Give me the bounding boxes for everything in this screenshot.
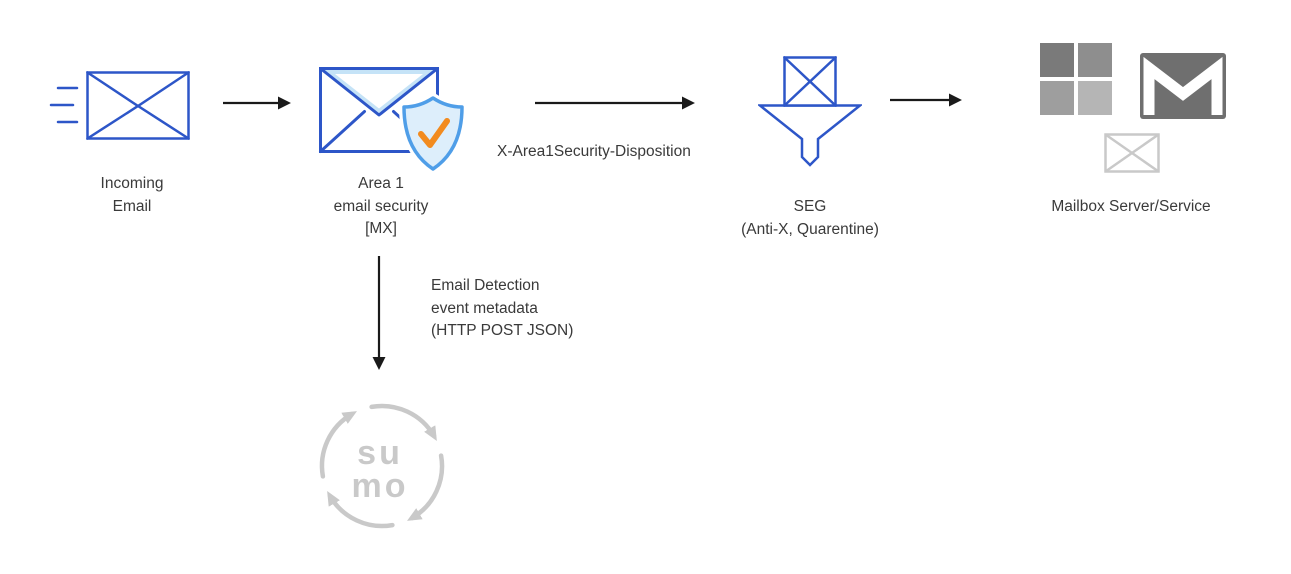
area1-label: Area 1 email security [MX] [301,173,461,241]
sumo-wordmark-line2: mo [352,467,409,505]
metadata-edge-label-line1: Email Detection [431,277,540,294]
sumo-logic-logo: su mo [319,403,445,529]
seg-filter-icon [758,56,862,167]
area1-label-line2: email security [333,197,429,215]
area1-label-line1: Area 1 [358,175,404,192]
area1-shield-check-icon [399,94,467,174]
mail-envelope-icon [1104,133,1160,173]
disposition-edge-label: X-Area1Security-Disposition [497,143,691,160]
seg-label-line2: (Anti-X, Quarentine) [741,220,879,238]
microsoft-logo-icon [1040,43,1112,115]
seg-label: SEG (Anti-X, Quarentine) [715,196,905,241]
incoming-email-label-line2: Email [112,197,152,215]
sumo-wordmark-line1: su [357,434,403,472]
arrow-seg-to-mailbox [890,93,962,107]
arrow-area1-to-seg [535,96,695,110]
incoming-email-label: Incoming Email [61,173,203,218]
arrow-incoming-to-area1 [223,96,291,110]
metadata-edge-label: Email Detection event metadata (HTTP POS… [431,275,651,343]
metadata-edge-label-line3: (HTTP POST JSON) [431,322,574,339]
mailbox-label: Mailbox Server/Service [1051,198,1211,215]
incoming-email-icon [49,71,190,140]
arrow-area1-to-sumo [372,256,386,370]
incoming-email-label-line1: Incoming [100,175,164,192]
metadata-edge-label-line2: event metadata [431,299,538,317]
seg-label-line1: SEG [793,198,827,215]
gmail-icon [1140,53,1226,119]
area1-label-line3: [MX] [365,220,397,237]
